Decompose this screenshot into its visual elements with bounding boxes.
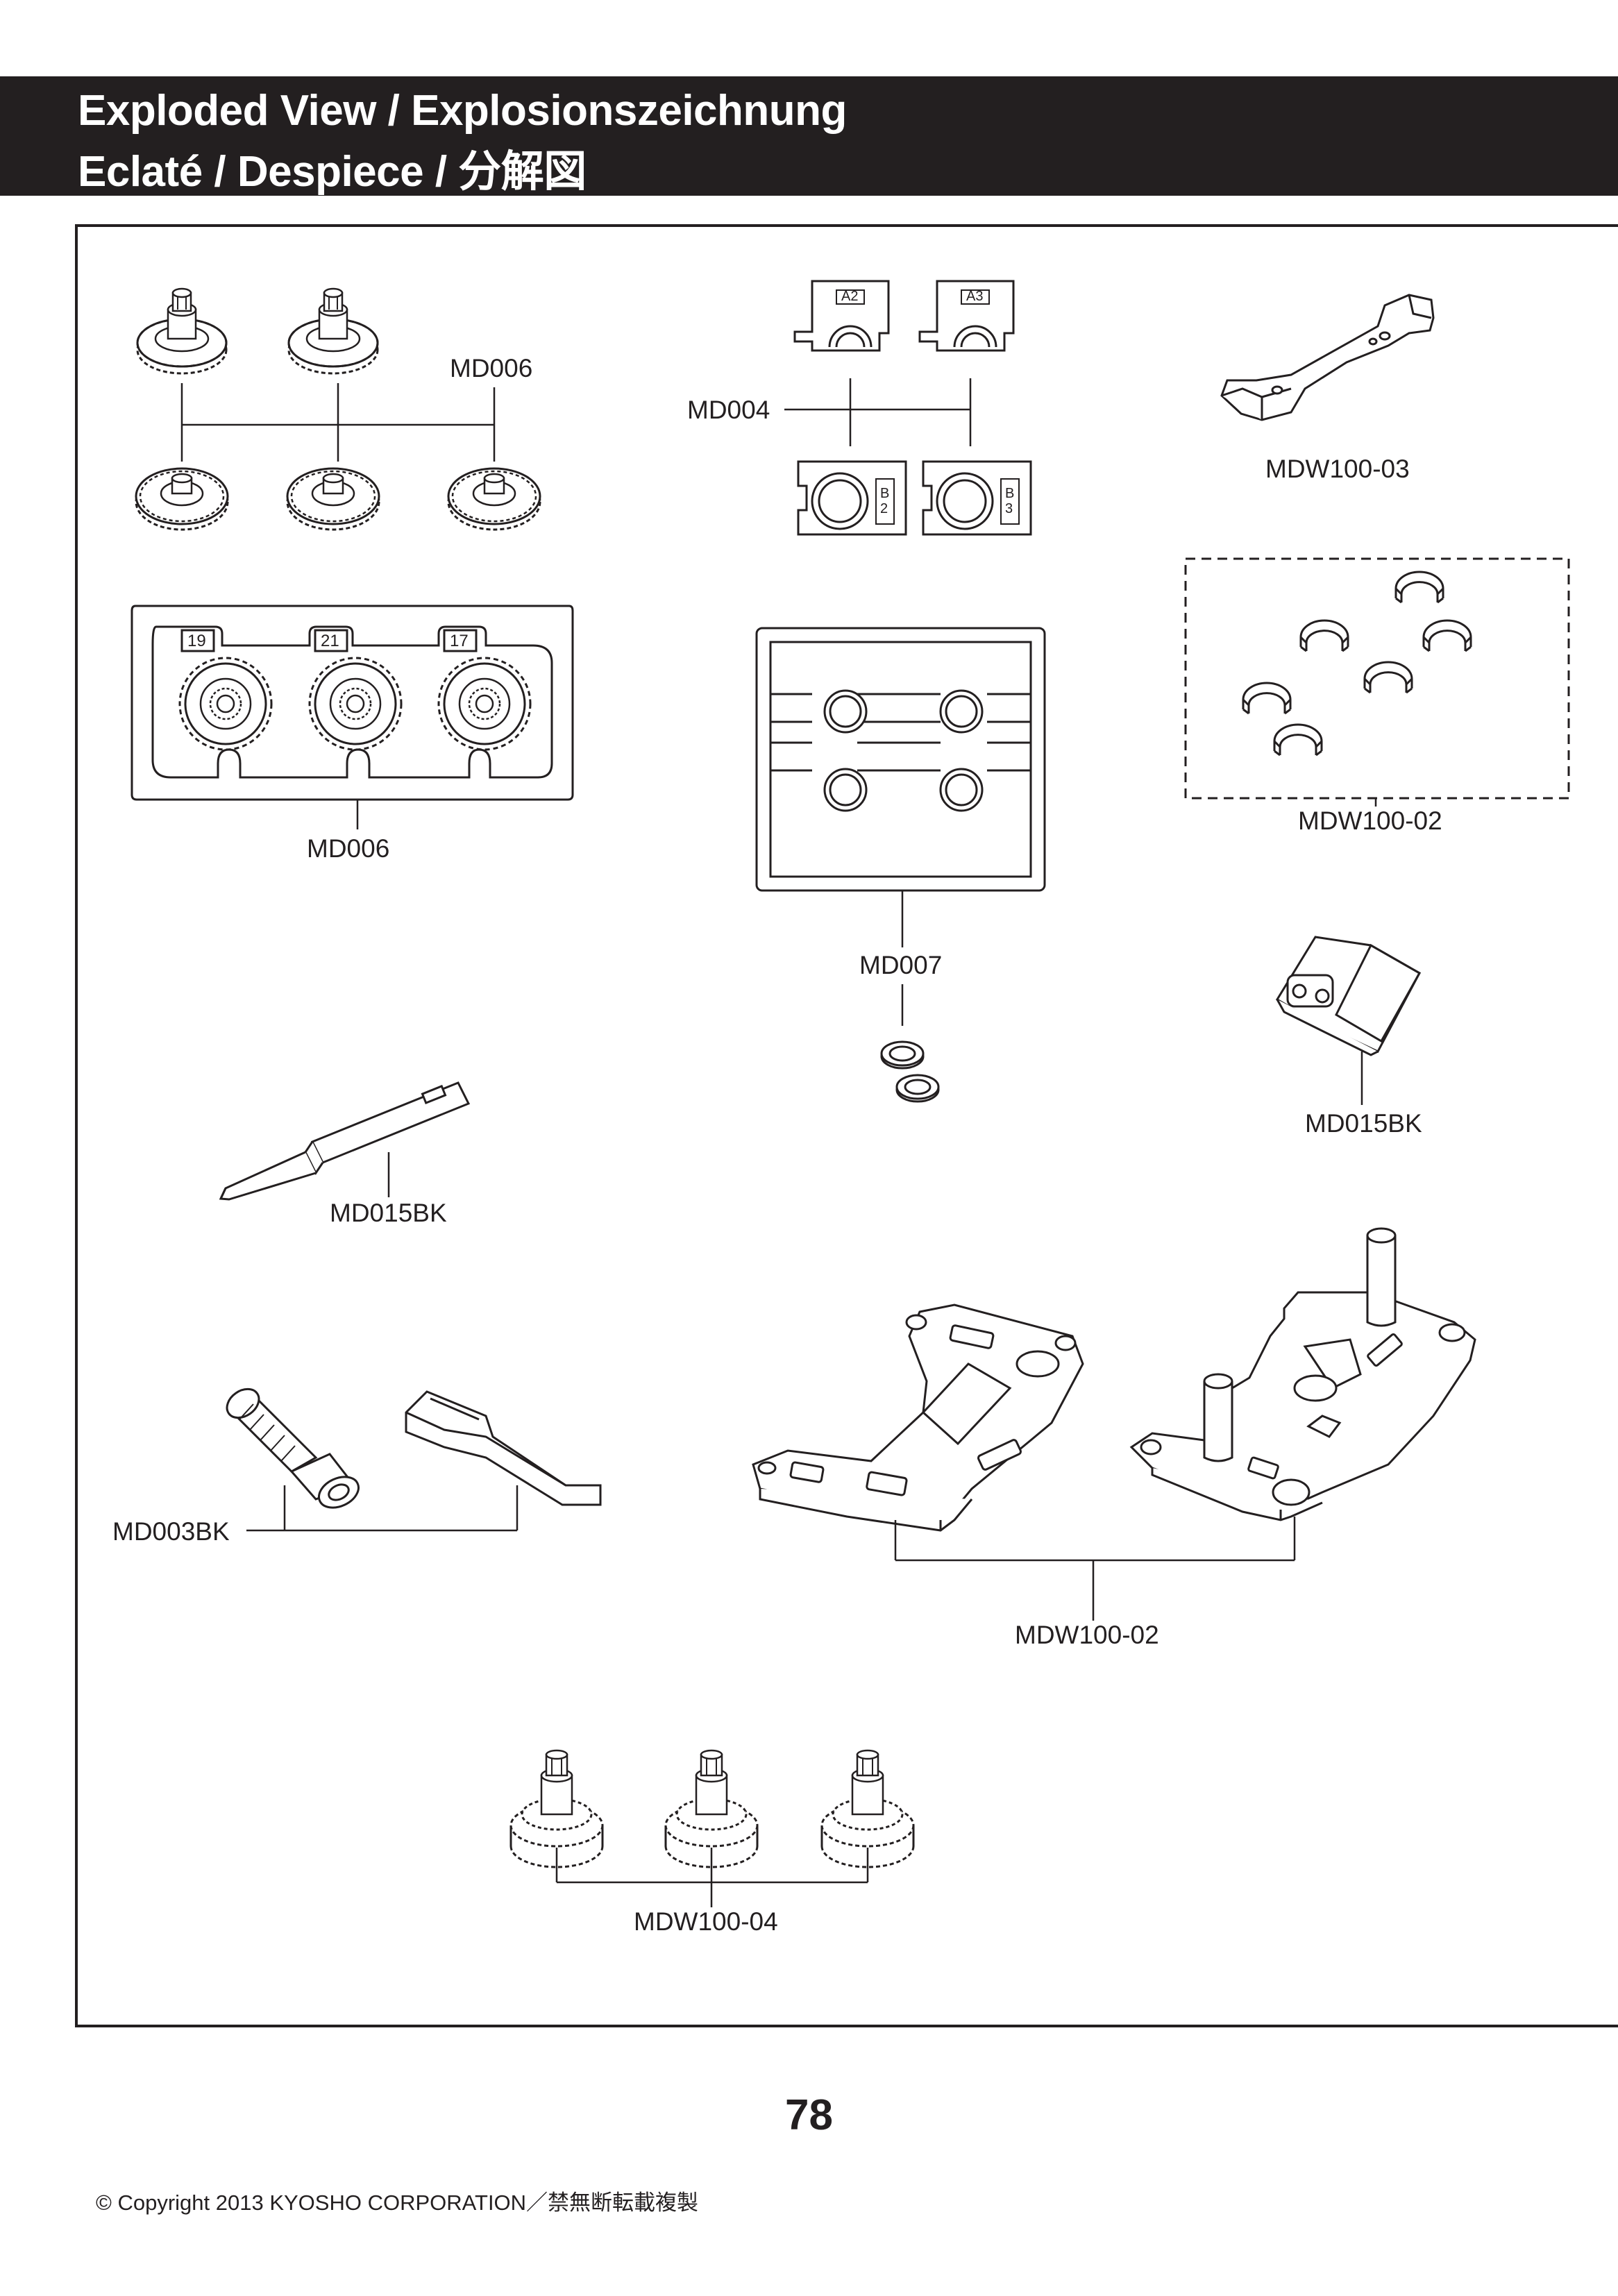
label-mdw100-04: MDW100-04	[634, 1907, 778, 1936]
label-md007: MD007	[859, 951, 943, 979]
label-md006: MD006	[450, 354, 533, 382]
label-mdw100-03: MDW100-03	[1265, 455, 1410, 483]
page-number: 78	[785, 2091, 833, 2139]
label-mdw100-02-clips: MDW100-02	[1298, 807, 1442, 835]
mdw100-02-chassis-leaders	[894, 1517, 1296, 1621]
mdw100-02-clips	[1242, 571, 1472, 757]
mdw100-02-chassis	[752, 1227, 1476, 1532]
spacer-code-a3: A3	[966, 289, 984, 304]
md006-leader-lines	[180, 383, 496, 462]
md015bk-block	[1275, 936, 1422, 1056]
copyright-notice: © Copyright 2013 KYOSHO CORPORATION／禁無断転…	[96, 2191, 699, 2215]
page-title-line-2: Eclaté / Despiece / 分解図	[78, 148, 587, 196]
md003bk-leader-lines	[246, 1485, 519, 1532]
diagram-frame	[75, 224, 1618, 2027]
mdw100-02-clip-box	[1184, 557, 1570, 800]
md003bk-tools	[226, 1387, 602, 1509]
mdw100-04-leaders	[555, 1848, 869, 1907]
label-md003bk: MD003BK	[112, 1517, 230, 1546]
label-md004: MD004	[687, 396, 770, 424]
sprue-gear-number: 17	[450, 632, 469, 650]
spacer-code-a2: A2	[841, 289, 859, 304]
label-md006-sprue: MD006	[307, 834, 390, 863]
label-mdw100-02-chassis: MDW100-02	[1015, 1621, 1159, 1649]
md004-leader-lines	[784, 378, 972, 446]
md007-bushings	[880, 1040, 940, 1103]
sprue-gear-number: 21	[321, 632, 339, 650]
sprue-gear-number: 19	[187, 632, 206, 650]
spacer-code-b3: B3	[1005, 486, 1015, 516]
label-md015bk-tool: MD015BK	[330, 1199, 447, 1227]
page-title-line-1: Exploded View / Explosionszeichnung	[78, 87, 847, 135]
label-md015bk-block: MD015BK	[1305, 1109, 1422, 1138]
md007-sprue	[755, 627, 1046, 892]
md015bk-tool	[219, 1081, 471, 1201]
spacer-code-b2: B2	[880, 486, 890, 516]
page-header: Exploded View / Explosionszeichnung Ecla…	[0, 76, 1618, 196]
md004-spacers	[793, 280, 1032, 536]
mdw100-03-arm	[1220, 294, 1435, 421]
